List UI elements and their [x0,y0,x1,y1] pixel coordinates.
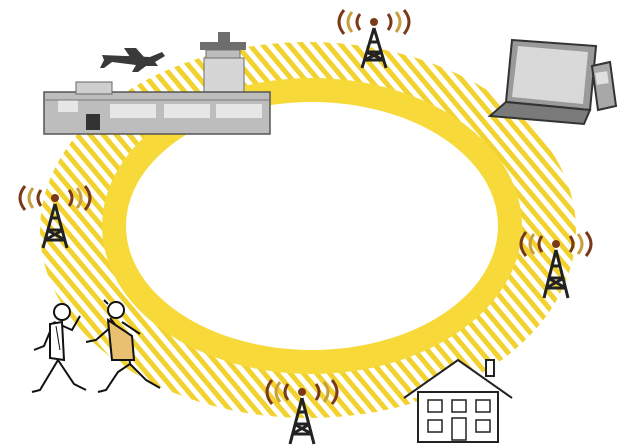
radio-tower-icon [41,203,69,249]
signal-waves-icon [18,185,92,211]
radio-tower-icon [360,27,388,69]
signal-waves-icon [519,231,593,257]
airplane-icon [100,48,165,72]
laptop-icon [487,38,598,126]
walking-people-icon [31,299,161,393]
radio-tower-icon [542,249,570,299]
mobile-phone-icon [590,60,618,112]
ring-center [126,102,498,350]
radio-tower-bottom [265,379,339,445]
radio-tower-left [18,185,92,249]
radio-tower-right [519,231,593,299]
radio-tower-top [337,9,411,69]
coverage-ring [40,42,576,418]
signal-waves-icon [265,379,339,405]
signal-waves-icon [337,9,411,35]
house-icon [403,358,513,443]
radio-tower-icon [288,397,316,445]
airport-terminal-icon [43,32,271,135]
